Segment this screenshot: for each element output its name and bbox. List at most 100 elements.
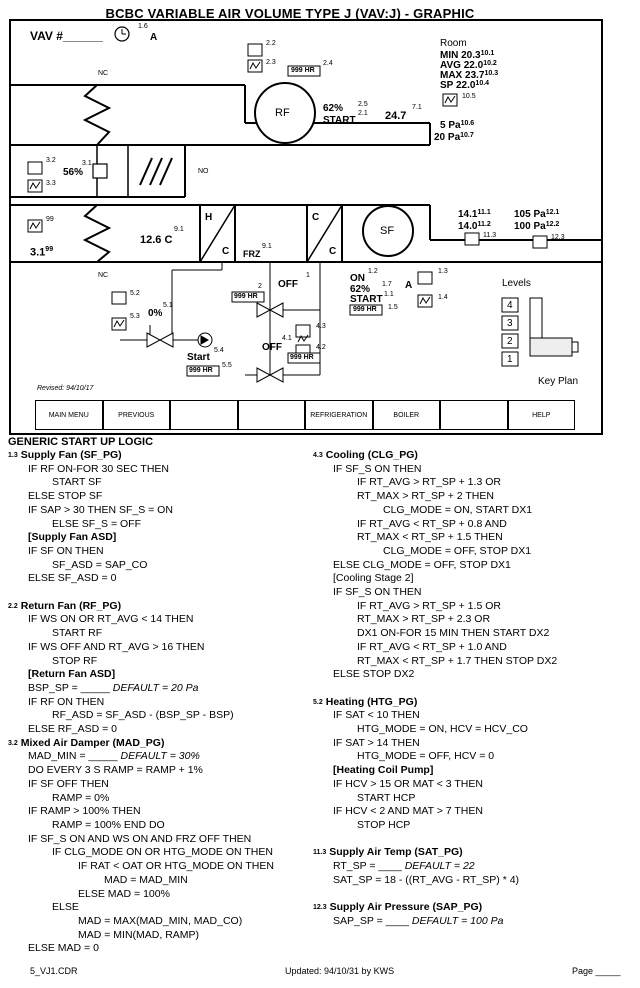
level-4-button[interactable]: 4	[507, 300, 513, 311]
dx2-status[interactable]: OFF	[262, 342, 282, 353]
dx2-ref: 4.1	[282, 335, 292, 342]
sf-ref-a: 1.3	[438, 268, 448, 275]
rf-hours: 999 HR	[291, 67, 315, 74]
default-value: DEFAULT = 20 Pa	[112, 681, 199, 694]
left-line: RAMP = 100% END DO	[8, 819, 274, 833]
page-number: Page _____	[572, 966, 621, 976]
mad-ref-b: 3.3	[46, 180, 56, 187]
logic-text: ELSE SF_ASD = 0	[28, 572, 117, 585]
logic-text: MAD = MIN(MAD, RAMP)	[78, 928, 200, 941]
left-line	[8, 586, 274, 600]
right-line: CLG_MODE = OFF, STOP DX1	[313, 545, 557, 559]
nav-button-blank-2[interactable]	[237, 400, 305, 430]
right-line: RT_MAX < RT_SP + 1.5 THEN	[313, 531, 557, 545]
right-line: SAP_SP = ____ DEFAULT = 100 Pa	[313, 915, 557, 929]
help-button[interactable]: HELP	[507, 400, 575, 430]
right-line: SAT_SP = 18 - ((RT_AVG - RT_SP) * 4)	[313, 874, 557, 888]
logic-heading: GENERIC START UP LOGIC	[8, 436, 154, 448]
left-line: RF_ASD = SF_ASD - (BSP_SP - BSP)	[8, 709, 274, 723]
rf-label: RF	[275, 107, 290, 119]
logic-text: Heating (HTG_PG)	[325, 695, 418, 708]
left-line: ELSE MAD = 0	[8, 942, 274, 956]
logic-text: [Supply Fan ASD]	[28, 531, 117, 544]
default-value: DEFAULT = 100 Pa	[411, 914, 504, 927]
left-line: IF RAMP > 100% THEN	[8, 805, 274, 819]
logic-text: IF WS OFF AND RT_AVG > 16 THEN	[28, 640, 205, 653]
right-line	[313, 682, 557, 696]
mad-ref-c: 3.1	[82, 160, 92, 167]
level-1-button[interactable]: 1	[507, 354, 513, 365]
supply-temp-bottom: 14.011.2	[458, 221, 491, 232]
level-2-button[interactable]: 2	[507, 336, 513, 347]
logic-text: IF RF ON-FOR 30 SEC THEN	[28, 462, 169, 475]
left-line: MAD_MIN = _____ DEFAULT = 30%	[8, 750, 274, 764]
right-line: IF RT_AVG > RT_SP + 1.3 OR	[313, 476, 557, 490]
clock-suffix: A	[150, 32, 158, 43]
left-line: IF SF OFF THEN	[8, 778, 274, 792]
right-line: ELSE CLG_MODE = OFF, STOP DX1	[313, 559, 557, 573]
room-max: MAX 23.710.3	[440, 70, 499, 81]
logic-text: ELSE MAD = 100%	[78, 887, 170, 900]
left-line: IF SF_S ON AND WS ON AND FRZ OFF THEN	[8, 833, 274, 847]
logic-text: RF_ASD = SF_ASD - (BSP_SP - BSP)	[52, 709, 234, 722]
logic-text: RT_MAX < RT_SP + 1.5 THEN	[357, 531, 503, 544]
logic-text: IF SAP > 30 THEN SF_S = ON	[28, 503, 173, 516]
left-line: ELSE MAD = 100%	[8, 888, 274, 902]
left-line: START SF	[8, 476, 274, 490]
right-line	[313, 888, 557, 902]
hcp-hours: 999 HR	[189, 367, 213, 374]
logic-text: IF RT_AVG > RT_SP + 1.5 OR	[357, 599, 501, 612]
vav-label[interactable]: VAV #______	[30, 29, 103, 43]
dx1-ref: 1	[306, 272, 310, 279]
level-3-button[interactable]: 3	[507, 318, 513, 329]
clock-ref: 1.6	[138, 23, 148, 30]
dx2-ref-a: 4.3	[316, 323, 326, 330]
section-ref: 11.3	[313, 849, 327, 857]
logic-text: RT_MAX < RT_SP + 1.7 THEN STOP DX2	[357, 654, 558, 667]
logic-text: ELSE CLG_MODE = OFF, STOP DX1	[333, 558, 511, 571]
left-line: BSP_SP = _____ DEFAULT = 20 Pa	[8, 682, 274, 696]
left-line: SF_ASD = SAP_CO	[8, 559, 274, 573]
logic-text: IF SF_S ON AND WS ON AND FRZ OFF THEN	[28, 832, 252, 845]
dx1-status[interactable]: OFF	[278, 279, 298, 290]
right-line: CLG_MODE = ON, START DX1	[313, 504, 557, 518]
right-line: STOP HCP	[313, 819, 557, 833]
return-temp: 24.7	[385, 110, 407, 122]
rf-status[interactable]: START	[323, 115, 356, 126]
heat-coil-bottom: C	[222, 246, 230, 257]
right-line: HTG_MODE = OFF, HCV = 0	[313, 750, 557, 764]
logic-text: START SF	[52, 476, 102, 489]
hcv-ref: 5.1	[163, 302, 173, 309]
previous-button[interactable]: PREVIOUS	[102, 400, 170, 430]
logic-text: DO EVERY 3 S RAMP = RAMP + 1%	[28, 764, 203, 777]
refrigeration-button[interactable]: REFRIGERATION	[305, 400, 373, 430]
nav-button-blank-1[interactable]	[170, 400, 238, 430]
nav-button-blank-3[interactable]	[440, 400, 508, 430]
logic-text: RAMP = 0%	[52, 791, 110, 804]
right-line: IF RT_AVG < RT_SP + 0.8 AND	[313, 518, 557, 532]
right-line: IF SF_S ON THEN	[313, 586, 557, 600]
logic-text: DX1 ON-FOR 15 MIN THEN START DX2	[357, 627, 550, 640]
left-line: RAMP = 0%	[8, 792, 274, 806]
dx2-hours: 999 HR	[290, 354, 314, 361]
right-line: IF RT_AVG > RT_SP + 1.5 OR	[313, 600, 557, 614]
logic-text: RT_SP = ____	[333, 860, 405, 873]
hcp-status[interactable]: Start	[187, 352, 210, 363]
section-ref: 5.2	[313, 698, 323, 706]
left-line: ELSE STOP SF	[8, 490, 274, 504]
logic-text: IF RT_AVG > RT_SP + 1.3 OR	[357, 476, 501, 489]
left-line: IF WS OFF AND RT_AVG > 16 THEN	[8, 641, 274, 655]
left-line: IF CLG_MODE ON OR HTG_MODE ON THEN	[8, 846, 274, 860]
main-menu-button[interactable]: MAIN MENU	[35, 400, 103, 430]
logic-text: BSP_SP = _____	[28, 681, 113, 694]
logic-text: Return Fan (RF_PG)	[20, 599, 122, 612]
sf-status[interactable]: START	[350, 294, 383, 305]
sf-ref-b: 1.4	[438, 294, 448, 301]
right-line	[313, 833, 557, 847]
logic-text: IF RF ON THEN	[28, 695, 105, 708]
boiler-button[interactable]: BOILER	[372, 400, 440, 430]
logic-text: HTG_MODE = OFF, HCV = 0	[357, 750, 495, 763]
left-line: IF RF ON-FOR 30 SEC THEN	[8, 463, 274, 477]
